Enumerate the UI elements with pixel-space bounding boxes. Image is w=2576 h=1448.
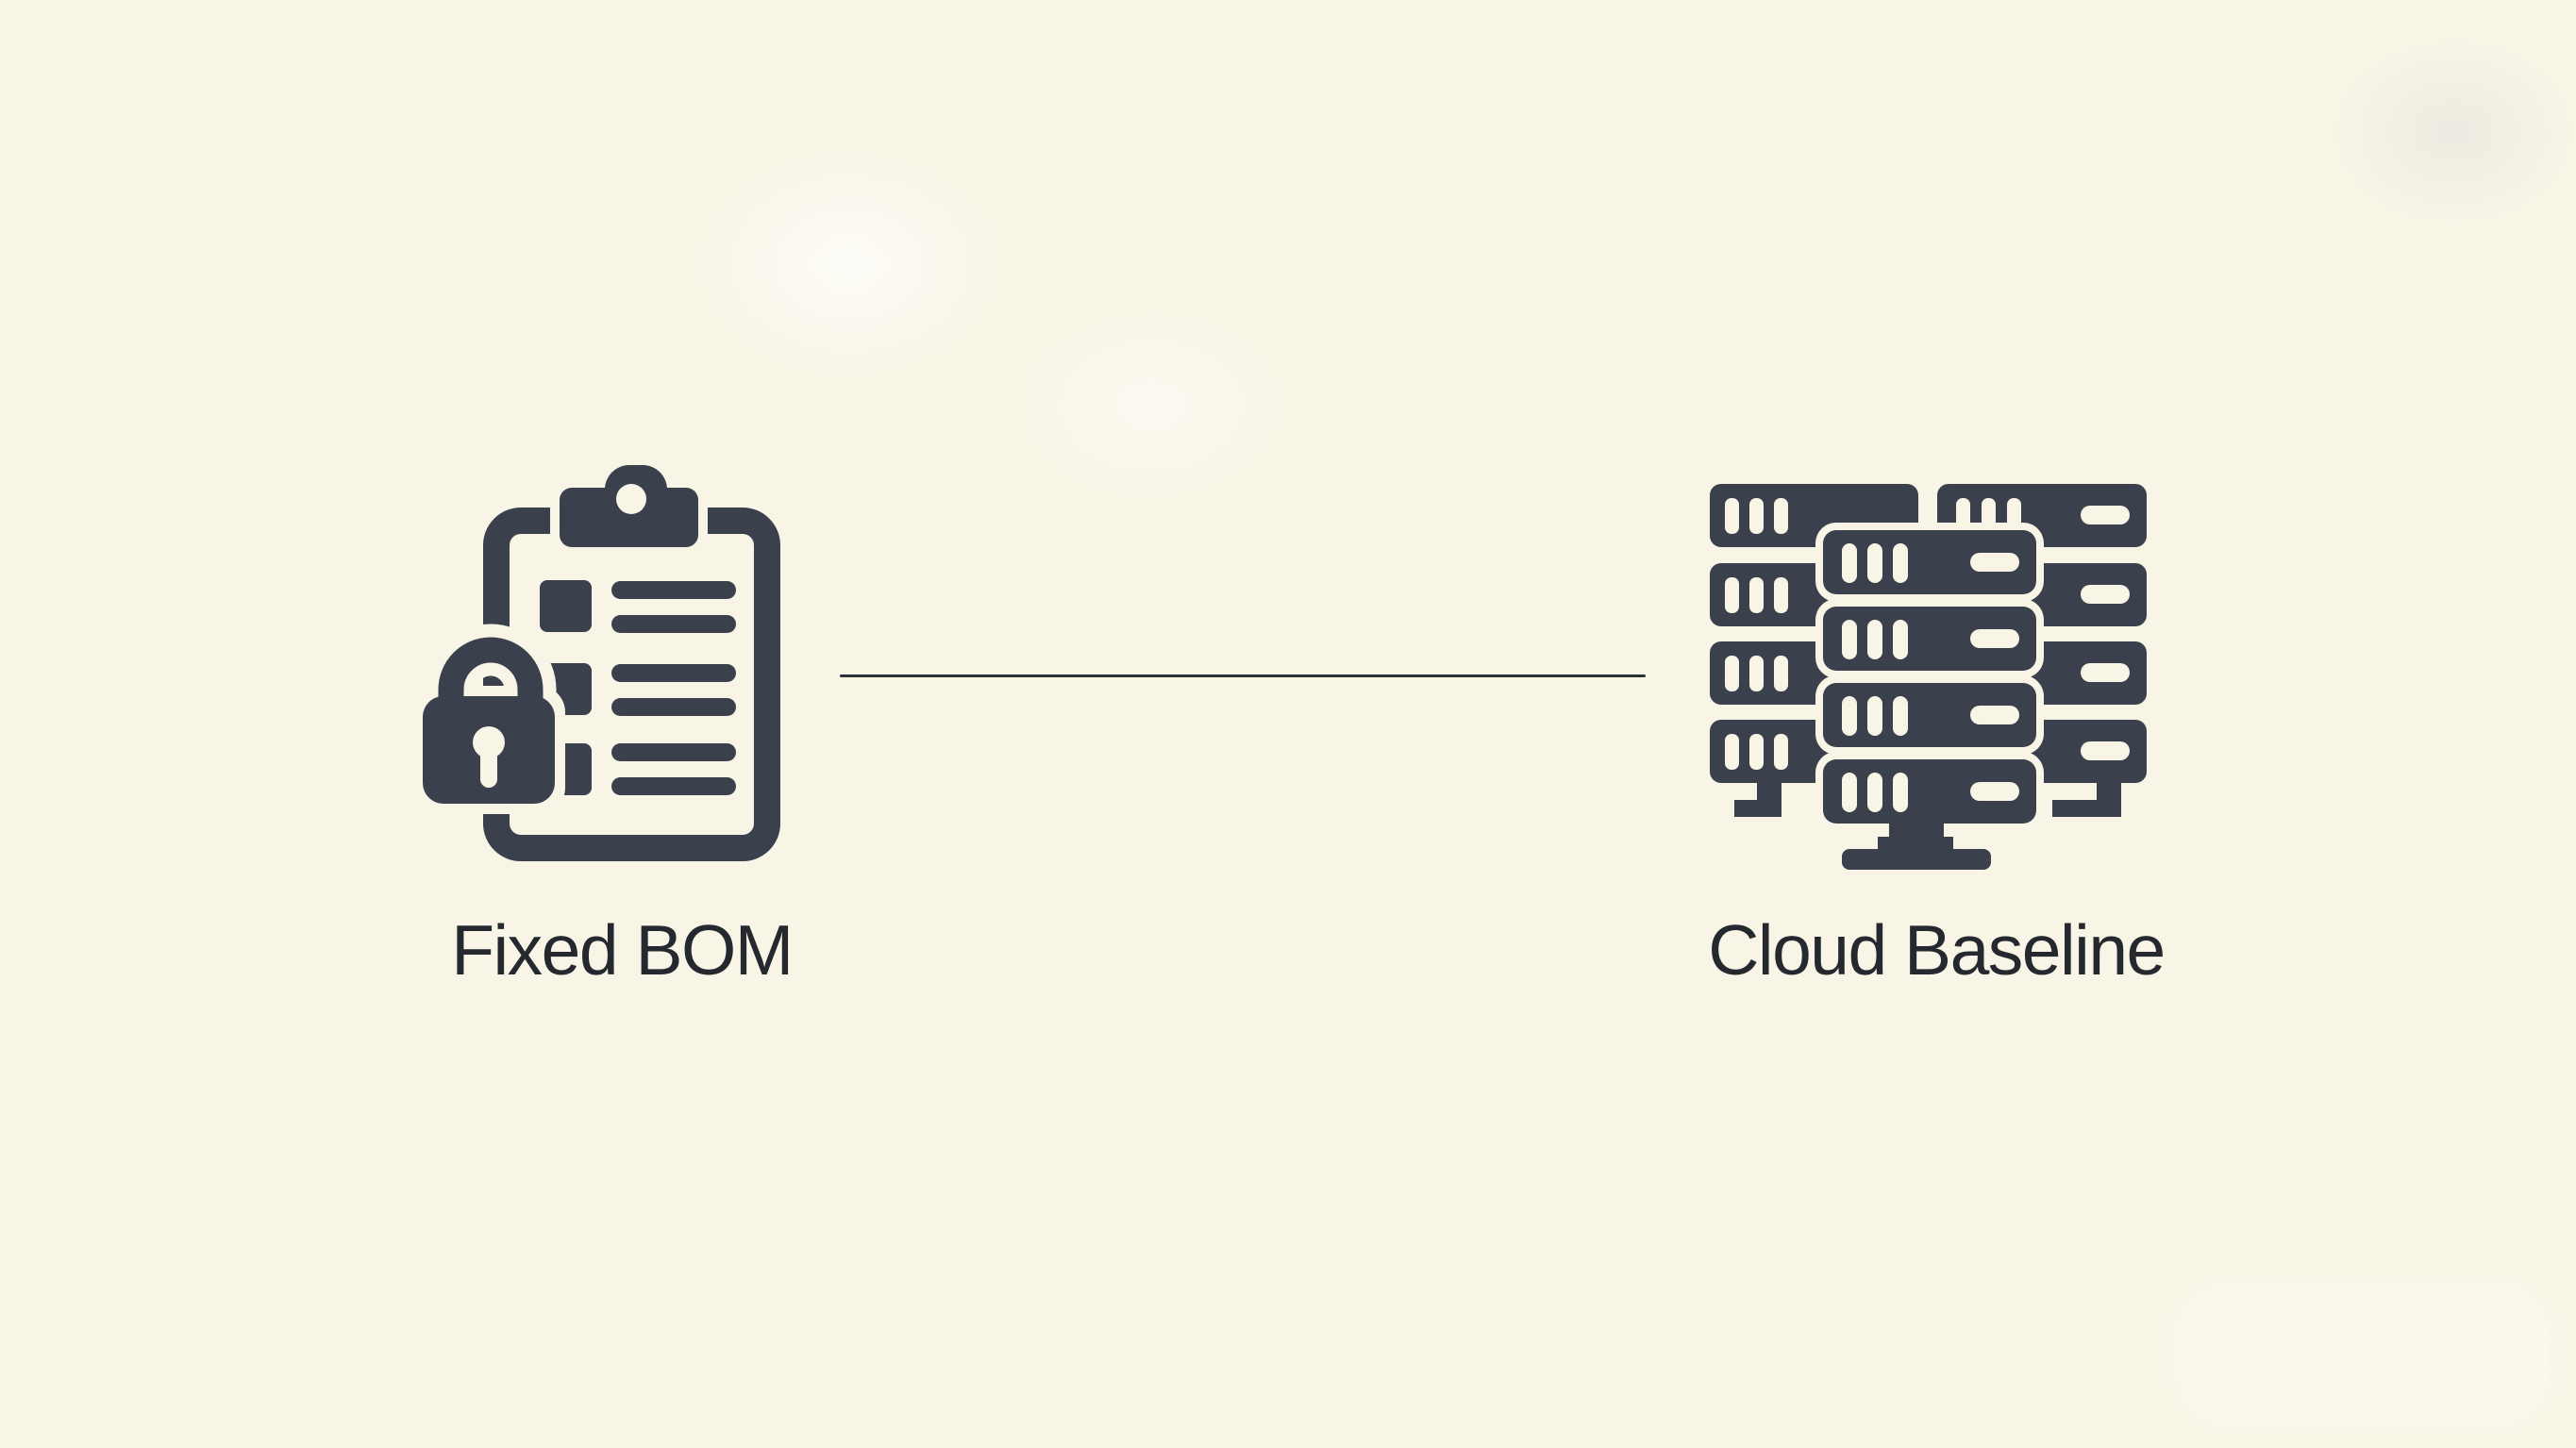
node-label-cloud-baseline: Cloud Baseline: [1708, 910, 2166, 990]
paper-texture-blotch: [1019, 311, 1283, 500]
paper-highlight-patch: [2175, 1281, 2552, 1427]
paper-texture-blotch: [698, 151, 1000, 377]
paper-texture-blotch: [2331, 38, 2576, 226]
lock-icon: [412, 624, 565, 814]
node-label-fixed-bom: Fixed BOM: [451, 910, 794, 990]
connector-line: [840, 674, 1646, 677]
clipboard-clip: [550, 456, 708, 557]
server-tower-front: [1815, 523, 2044, 870]
clipboard-list-content: [540, 580, 736, 795]
server-stand: [1842, 819, 1991, 870]
server-stack-icon: [1710, 484, 2147, 870]
clipboard-lock-icon: [412, 456, 780, 861]
